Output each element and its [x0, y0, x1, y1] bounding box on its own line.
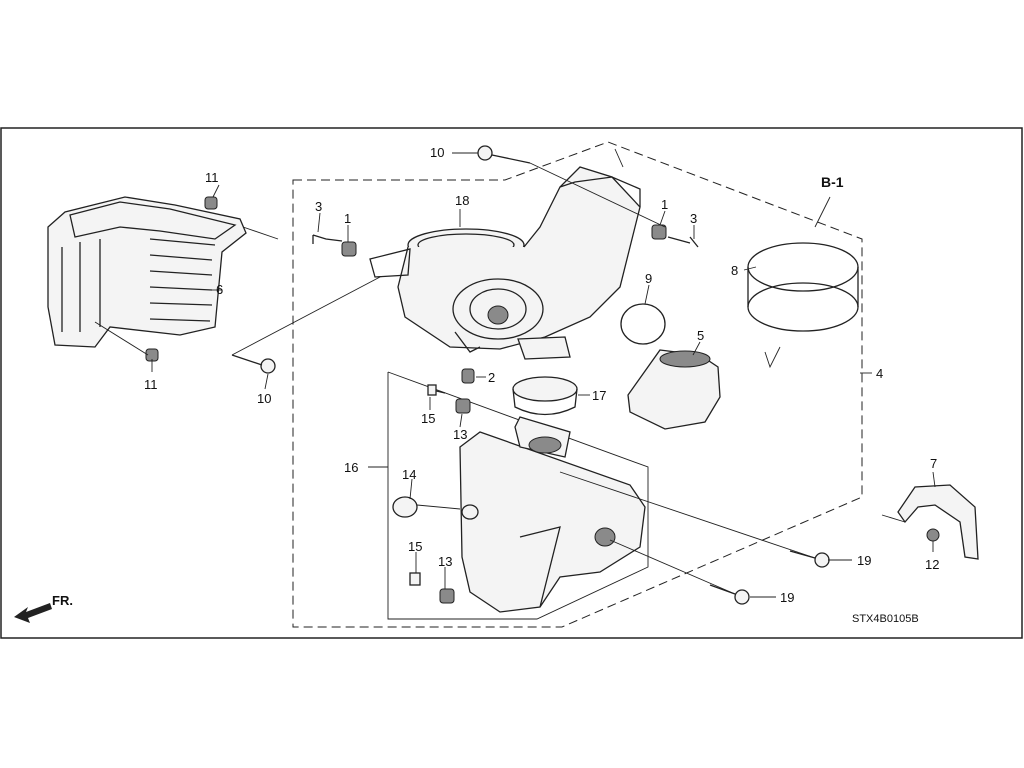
- callout-15: 15: [421, 411, 435, 426]
- callout-3: 3: [315, 199, 322, 214]
- intake-housing-part-18: [369, 166, 641, 360]
- callout-5: 5: [697, 328, 704, 343]
- front-marker: FR.: [52, 593, 73, 608]
- cover-part-6: [47, 196, 247, 348]
- callout-1: 1: [344, 211, 351, 226]
- callout-12: 12: [925, 557, 939, 572]
- callout-4: 4: [876, 366, 883, 381]
- callout-18: 18: [455, 193, 469, 208]
- duct-part-5: [627, 349, 721, 430]
- callout-1: 1: [661, 197, 668, 212]
- callout-labels: 11 11 6 10 10 18 3 1 1 3 9 5 2 17 4 8 15…: [144, 145, 939, 605]
- callout-13: 13: [453, 427, 467, 442]
- callout-11: 11: [205, 170, 219, 185]
- resonator-part-16: [459, 416, 646, 613]
- assembly-boundary: [292, 141, 863, 628]
- diagram-code: STX4B0105B: [852, 613, 919, 625]
- callout-14: 14: [402, 467, 416, 482]
- callout-17: 17: [592, 388, 606, 403]
- hardware-fasteners: [145, 145, 940, 605]
- callout-8: 8: [731, 263, 738, 278]
- callout-2: 2: [488, 370, 495, 385]
- callout-11: 11: [144, 377, 158, 392]
- leader-lines: [94, 148, 936, 598]
- diagram-frame: FR. B-1 STX4B0105B 11 11 6 10 10 18 3 1 …: [0, 127, 1024, 640]
- o-ring-part-9: [620, 303, 666, 345]
- callout-3: 3: [690, 211, 697, 226]
- callout-9: 9: [645, 271, 652, 286]
- parts-diagram: FR. B-1 STX4B0105B 11 11 6 10 10 18 3 1 …: [0, 127, 1023, 639]
- callout-19: 19: [780, 590, 794, 605]
- callout-19: 19: [857, 553, 871, 568]
- callout-13: 13: [438, 554, 452, 569]
- front-arrow-icon: [14, 603, 52, 623]
- bracket-part-7: [897, 484, 979, 560]
- seal-part-17: [512, 376, 578, 416]
- callout-6: 6: [216, 282, 223, 297]
- reference-label: B-1: [821, 174, 844, 190]
- callout-15: 15: [408, 539, 422, 554]
- subassembly-boundary: [387, 371, 649, 620]
- callout-10: 10: [430, 145, 444, 160]
- callout-7: 7: [930, 456, 937, 471]
- band-part-8: [747, 242, 859, 332]
- callout-16: 16: [344, 460, 358, 475]
- callout-10: 10: [257, 391, 271, 406]
